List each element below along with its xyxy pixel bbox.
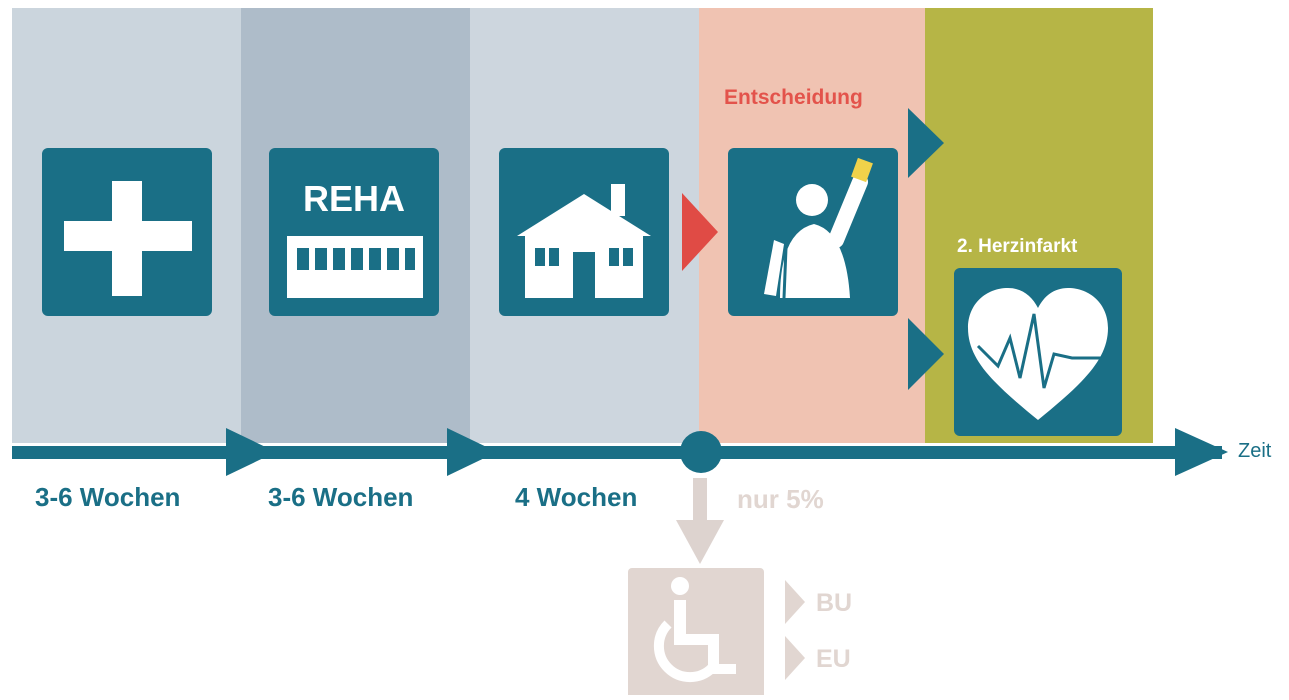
house-icon	[517, 184, 651, 298]
disability-percent: nur 5%	[737, 484, 824, 514]
branch-arrow-bottom	[908, 318, 944, 390]
home-card	[499, 148, 669, 316]
decision-arrow	[682, 193, 718, 271]
person-raising-hand-icon	[764, 157, 873, 299]
timeline	[12, 428, 1228, 476]
plus-icon	[64, 181, 192, 296]
branch-arrow-top	[908, 108, 944, 178]
decision-title: Entscheidung	[724, 86, 863, 109]
reha-building-icon	[287, 236, 423, 298]
duration-reha: 3-6 Wochen	[268, 482, 414, 512]
duration-home: 4 Wochen	[515, 482, 638, 512]
axis-label-zeit: Zeit	[1238, 440, 1272, 462]
reha-label: REHA	[302, 178, 405, 219]
option-eu: EU	[816, 645, 851, 673]
down-arrow-disability	[676, 478, 724, 564]
heart-attack-title: 2. Herzinfarkt	[957, 236, 1078, 257]
heart-pulse-icon	[968, 288, 1108, 420]
duration-hospital: 3-6 Wochen	[35, 482, 181, 512]
wheelchair-icon	[653, 577, 736, 683]
reha-card: REHA	[269, 148, 439, 316]
heart-attack-card	[954, 268, 1122, 436]
option-bu: BU	[816, 589, 853, 617]
hospital-card	[42, 148, 212, 316]
eu-arrow	[785, 636, 805, 680]
disability-card	[628, 568, 764, 695]
decision-card	[728, 148, 898, 316]
bu-arrow	[785, 580, 805, 624]
